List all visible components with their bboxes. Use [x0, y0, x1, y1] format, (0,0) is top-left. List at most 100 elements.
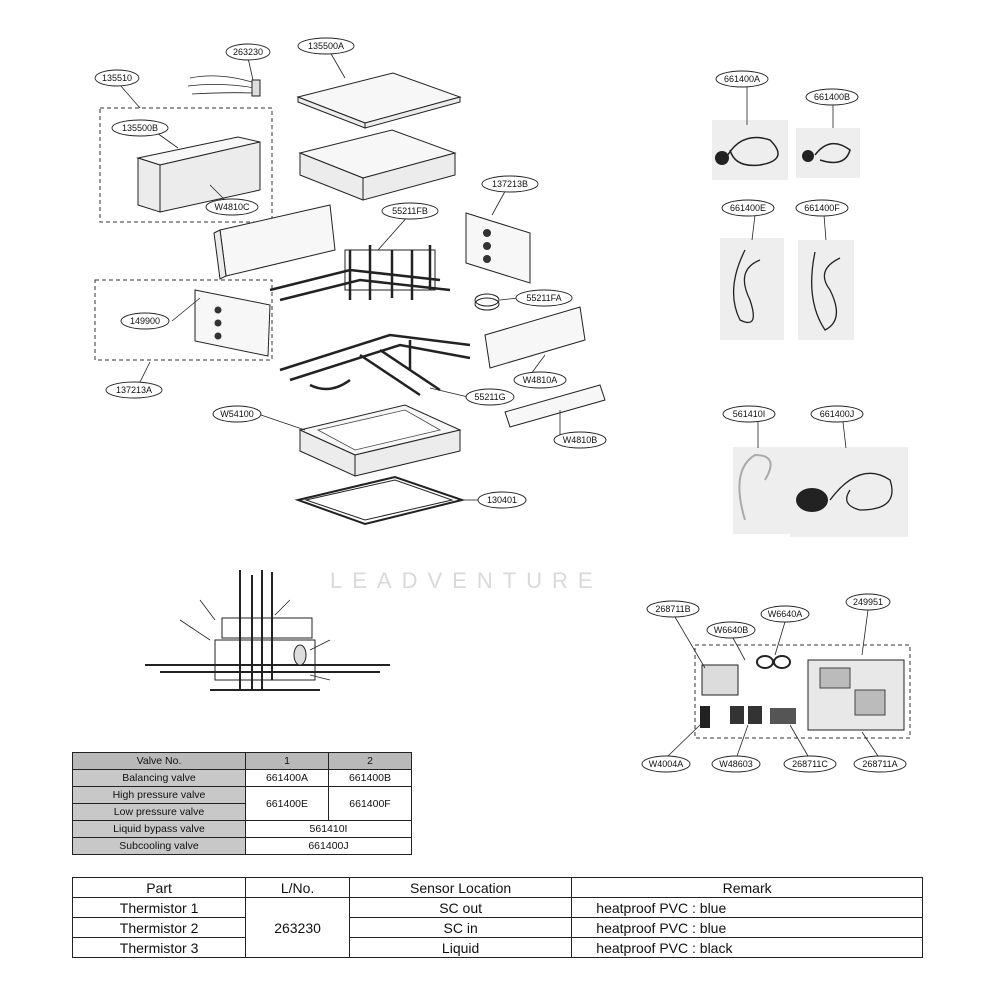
table-row: Subcooling valve 661400J	[72, 837, 412, 855]
callout-135510: 135510	[94, 69, 140, 87]
gasket-part	[294, 475, 466, 526]
callouts: 135510 263230 135500A 135500B W4810C 552…	[94, 37, 607, 509]
drain-pan-part	[298, 404, 462, 477]
callout-268711C: 268711C	[783, 755, 837, 773]
part-name: Thermistor 3	[71, 937, 247, 958]
lower-piping-part	[279, 333, 471, 397]
sensor-location: Liquid	[348, 937, 573, 958]
group-137213A-box	[94, 279, 273, 361]
svg-text:135500A: 135500A	[308, 41, 344, 51]
valve-2-header: 2	[328, 752, 412, 770]
callout-W4810B: W4810B	[553, 431, 607, 449]
photo-661400F	[798, 240, 854, 340]
callout-W6640B: W6640B	[706, 621, 756, 639]
lno-value: 263230	[245, 897, 350, 958]
callout-137213B: 137213B	[481, 175, 539, 193]
svg-text:263230: 263230	[233, 47, 263, 57]
svg-text:661400E: 661400E	[730, 203, 766, 213]
callout-268711B: 268711B	[646, 600, 700, 618]
svg-text:W48603: W48603	[719, 759, 753, 769]
table-row: Balancing valve 661400A 661400B	[72, 769, 412, 787]
valve-table-header: Valve No. 1 2	[72, 752, 412, 770]
svg-text:661400F: 661400F	[804, 203, 840, 213]
svg-text:137213B: 137213B	[492, 179, 528, 189]
group-135510-box	[99, 107, 273, 223]
control-box-outline	[694, 644, 911, 739]
callout-130401: 130401	[477, 491, 527, 509]
svg-text:561410I: 561410I	[733, 409, 766, 419]
bracket-135500B-part	[136, 136, 261, 213]
top-cover-part	[296, 72, 462, 129]
remark: heatproof PVC : blue	[571, 897, 923, 918]
valve-name: Low pressure valve	[72, 803, 246, 821]
svg-text:135500B: 135500B	[122, 123, 158, 133]
valve-part: 661400J	[245, 837, 412, 855]
callout-55211G: 55211G	[465, 388, 515, 406]
svg-text:268711B: 268711B	[655, 604, 690, 614]
callout-W48603: W48603	[711, 755, 761, 773]
svg-text:130401: 130401	[487, 495, 517, 505]
svg-text:661400J: 661400J	[820, 409, 855, 419]
svg-text:W6640B: W6640B	[714, 625, 749, 635]
panel-149900-part	[194, 289, 271, 357]
callout-135500A: 135500A	[297, 37, 355, 55]
svg-text:55211FA: 55211FA	[526, 293, 561, 303]
control-box	[694, 644, 911, 739]
valve-photos	[712, 120, 908, 537]
thermistor-table: Part L/No. Sensor Location Remark Thermi…	[71, 877, 923, 958]
inner-box-part	[298, 129, 457, 201]
svg-text:W4810A: W4810A	[523, 375, 558, 385]
sensor-location: SC in	[348, 917, 573, 938]
photo-661400A	[712, 120, 788, 180]
photo-561410I	[733, 447, 793, 534]
callout-661400E: 661400E	[721, 199, 775, 217]
remark: heatproof PVC : blue	[571, 917, 923, 938]
callout-W4004A: W4004A	[641, 755, 691, 773]
callout-263230: 263230	[225, 43, 271, 61]
callout-661400J: 661400J	[810, 405, 864, 423]
piping-schematic	[145, 570, 390, 691]
callout-661400F: 661400F	[795, 199, 849, 217]
callout-55211FA: 55211FA	[515, 289, 573, 307]
panel-137213B-part	[465, 212, 531, 284]
valve-name: High pressure valve	[72, 786, 246, 804]
sensor-location-header: Sensor Location	[348, 877, 573, 898]
callout-55211FB: 55211FB	[381, 202, 439, 220]
sensor-location: SC out	[348, 897, 573, 918]
callout-661400B: 661400B	[805, 88, 859, 106]
table-row: High pressure valve 661400E 661400F	[72, 786, 412, 821]
callout-561410I: 561410I	[722, 405, 776, 423]
valve-table: Valve No. 1 2 Balancing valve 661400A 66…	[72, 752, 412, 855]
callout-137213A: 137213A	[105, 381, 163, 399]
callout-149900: 149900	[120, 312, 170, 330]
watermark: LEADVENTURE	[330, 568, 603, 593]
callout-W6640A: W6640A	[760, 605, 810, 623]
svg-text:661400A: 661400A	[724, 74, 760, 84]
bracket-W4810B-part	[504, 384, 606, 428]
valve-name: Liquid bypass valve	[72, 820, 246, 838]
table-row: Thermistor 3 Liquid heatproof PVC : blac…	[71, 937, 923, 958]
thermistor-table-header: Part L/No. Sensor Location Remark	[71, 877, 923, 898]
svg-text:W6640A: W6640A	[768, 609, 803, 619]
valve-name: Subcooling valve	[72, 837, 246, 855]
valve-name: Balancing valve	[72, 769, 246, 787]
svg-text:135510: 135510	[102, 73, 132, 83]
svg-text:268711A: 268711A	[862, 759, 897, 769]
lno-header: L/No.	[245, 877, 350, 898]
valve-part-2: 661400F	[328, 786, 412, 821]
coil-55211FA-part	[474, 293, 500, 311]
table-row: Thermistor 1 263230 SC out heatproof PVC…	[71, 897, 923, 958]
part-name: Thermistor 2	[71, 917, 247, 938]
valve-1-header: 1	[245, 752, 329, 770]
svg-text:W4810B: W4810B	[563, 435, 598, 445]
svg-text:W4004A: W4004A	[649, 759, 684, 769]
table-row: Thermistor 2 SC in heatproof PVC : blue	[71, 917, 923, 938]
svg-text:661400B: 661400B	[814, 92, 850, 102]
table-row: Liquid bypass valve 561410I	[72, 820, 412, 838]
svg-text:55211G: 55211G	[474, 392, 505, 402]
svg-text:149900: 149900	[130, 316, 160, 326]
svg-text:W4810C: W4810C	[214, 202, 250, 212]
svg-text:55211FB: 55211FB	[392, 206, 428, 216]
remark: heatproof PVC : black	[571, 937, 923, 958]
